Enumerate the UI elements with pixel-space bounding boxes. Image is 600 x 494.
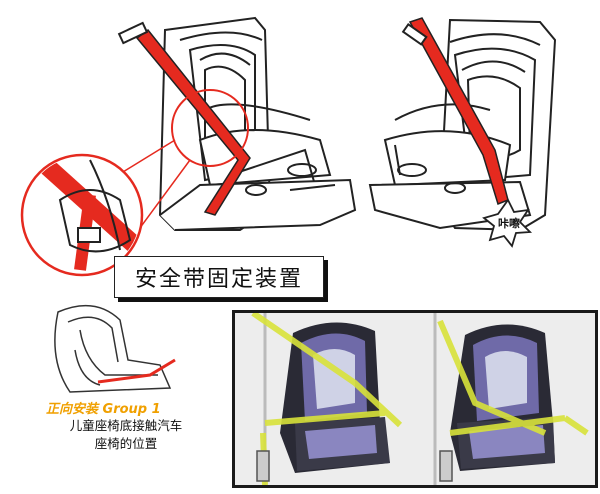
click-badge-star	[482, 198, 533, 248]
right-belt-buckle	[401, 23, 428, 46]
group1-label: 正向安装 Group 1	[46, 402, 161, 417]
photo-art	[235, 313, 595, 485]
installed-seats-photo	[232, 310, 598, 488]
photo-right-seat	[450, 324, 555, 471]
left-seat-drawing	[158, 16, 357, 231]
click-badge-text: 咔嚓	[498, 217, 520, 230]
group1-description: 儿童座椅底接触汽车 座椅的位置	[46, 417, 206, 453]
photo-left-buckle	[256, 450, 270, 482]
photo-right-buckle	[439, 450, 453, 482]
description-line-2: 座椅的位置	[94, 436, 158, 451]
detail-marker-circle	[171, 89, 249, 167]
group1-contact-line	[97, 358, 176, 384]
group1-seat-outline	[54, 304, 172, 393]
detail-magnified-circle	[20, 153, 144, 277]
caption-seatbelt-anchor: 安全带固定装置	[114, 256, 324, 298]
right-seat-drawing	[368, 18, 557, 232]
left-belt-buckle	[117, 21, 149, 45]
left-seat-belt	[135, 28, 251, 216]
description-line-1: 儿童座椅底接触汽车	[69, 418, 183, 433]
